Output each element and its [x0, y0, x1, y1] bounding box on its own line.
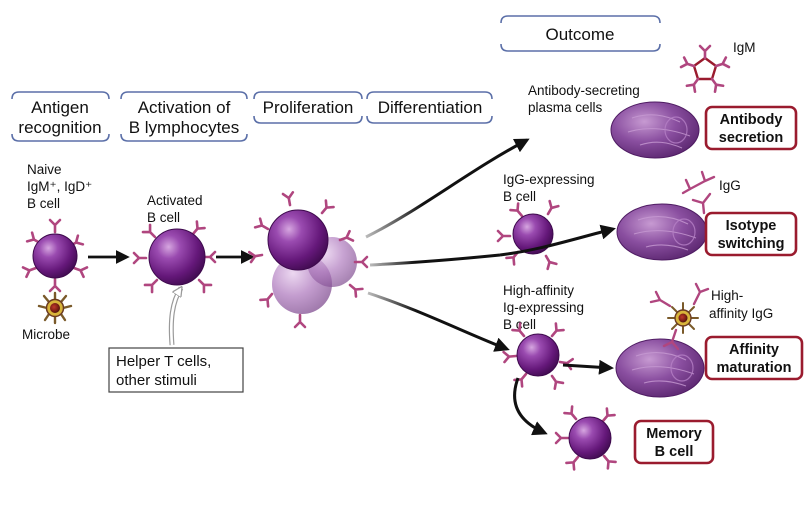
label-line: Helper T cells, [116, 353, 211, 370]
igg-antibody-icon [681, 170, 716, 215]
label-line: plasma cells [528, 100, 603, 115]
label-line: High-affinity [503, 283, 574, 298]
label-line: Antibody-secreting [528, 83, 640, 98]
arrow-to-affinity-maturation [562, 359, 614, 375]
high-affinity-igg-icon [649, 282, 710, 351]
naive-b-cell-label: Naive IgM⁺, IgD⁺ B cell [27, 162, 92, 211]
arrow-to-high-affinity-b-cell [367, 291, 510, 352]
naive-b-cell [21, 218, 89, 293]
outcome-isotype-switching: Isotype switching [704, 211, 798, 257]
header-label-line2: B lymphocytes [129, 118, 240, 137]
label-line: Affinity [729, 342, 779, 358]
header-label-line1: Antigen [31, 98, 89, 117]
header-label: Proliferation [263, 98, 354, 117]
header-antigen-recognition: Antigen recognition [11, 91, 110, 142]
arrow-to-isotype-switching [499, 224, 616, 257]
affinity-matured-plasma-cell [615, 338, 705, 398]
arrow-to-plasma-cells [365, 138, 530, 239]
label-line: Memory [646, 426, 702, 442]
activated-b-cell [132, 220, 217, 294]
label-line: other stimuli [116, 372, 197, 389]
label-line: switching [718, 236, 785, 252]
isotype-switched-plasma-cell [616, 203, 708, 261]
igm-label: IgM [733, 40, 756, 55]
outcome-memory-b-cell: Memory B cell [633, 419, 715, 465]
high-affinity-b-cell-label: High-affinity Ig-expressing B cell [503, 283, 584, 332]
label-line: High- [711, 288, 743, 303]
header-label: Differentiation [378, 98, 483, 117]
label-line: Ig-expressing [503, 300, 584, 315]
label-line: IgM⁺, IgD⁺ [27, 179, 92, 194]
header-activation: Activation of B lymphocytes [120, 91, 248, 142]
label-line: Isotype [726, 218, 777, 234]
label-line: IgG-expressing [503, 172, 595, 187]
arrow-to-igg-b-cell [369, 253, 501, 267]
header-proliferation: Proliferation [253, 91, 363, 124]
header-label-line2: recognition [18, 118, 101, 137]
label-line: Activated [147, 193, 203, 208]
label-line: maturation [717, 360, 792, 376]
label-line: B cell [27, 196, 60, 211]
activated-b-cell-label: Activated B cell [147, 193, 203, 225]
proliferating-b-cells [248, 191, 369, 329]
helper-t-cells-box: Helper T cells, other stimuli [108, 347, 244, 393]
header-differentiation: Differentiation [366, 91, 493, 124]
label-line: affinity IgG [709, 306, 773, 321]
label-line: B cell [503, 189, 536, 204]
high-affinity-igg-label: High- affinity IgG [709, 288, 773, 321]
plasma-cell-label: Antibody-secreting plasma cells [528, 83, 640, 115]
helper-arrow-inner [169, 288, 181, 346]
label-line: Antibody [720, 112, 783, 128]
label-line: B cell [147, 210, 180, 225]
label-line: B cell [655, 444, 694, 460]
high-affinity-b-cell [502, 322, 574, 390]
header-outcome: Outcome [500, 15, 661, 52]
plasma-cell-antibody-secretion [610, 101, 700, 159]
arrow-to-memory-b-cell [513, 377, 548, 436]
microbe-icon [37, 291, 73, 325]
header-label: Outcome [546, 25, 615, 44]
microbe-label: Microbe [22, 327, 70, 342]
igg-b-cell-label: IgG-expressing B cell [503, 172, 595, 204]
label-line: Naive [27, 162, 62, 177]
memory-b-cell [554, 405, 617, 471]
outcome-antibody-secretion: Antibody secretion [704, 105, 798, 151]
label-line: secretion [719, 130, 783, 146]
igg-expressing-b-cell [496, 199, 560, 271]
header-label-line1: Activation of [138, 98, 231, 117]
outcome-affinity-maturation: Affinity maturation [704, 335, 804, 381]
igm-antibody-icon [679, 44, 731, 93]
igg-label: IgG [719, 178, 741, 193]
